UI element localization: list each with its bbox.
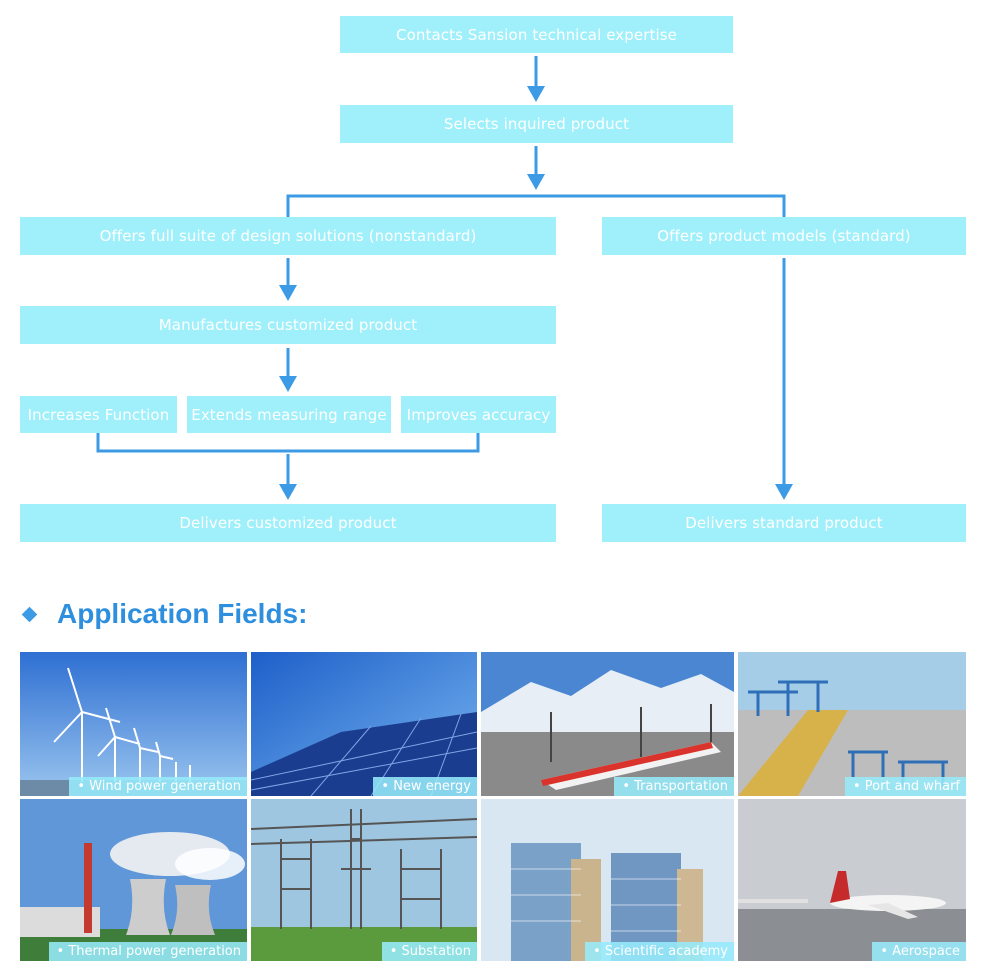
box-delivers-customized: Delivers customized product [20,504,556,542]
application-fields-heading: Application Fields: [20,592,307,636]
power-plant-photo-icon [20,799,247,961]
tile-caption: • Substation [381,942,477,961]
tile-caption: • Wind power generation [69,777,247,796]
tile-aerospace: • Aerospace [738,799,966,961]
solar-panel-photo-icon [251,652,477,796]
diamond-bullet-icon [21,606,38,622]
tile-new-energy: • New energy [251,652,477,796]
box-offers-models: Offers product models (standard) [602,217,966,255]
flowchart-connectors [96,56,793,500]
tile-caption: • Scientific academy [585,942,734,961]
box-offers-design: Offers full suite of design solutions (n… [20,217,556,255]
substation-photo-icon [251,799,477,961]
box-contacts: Contacts Sansion technical expertise [340,16,733,53]
high-speed-train-photo-icon [481,652,734,796]
airplane-photo-icon [738,799,966,961]
box-selects: Selects inquired product [340,105,733,143]
box-increases-function: Increases Function [20,396,177,433]
wind-turbine-photo-icon [20,652,247,796]
office-building-photo-icon [481,799,734,961]
box-delivers-standard: Delivers standard product [602,504,966,542]
box-extends-range: Extends measuring range [187,396,391,433]
tile-substation: • Substation [251,799,477,961]
tile-transportation: • Transportation [481,652,734,796]
box-improves-accuracy: Improves accuracy [401,396,556,433]
tile-caption: • New energy [373,777,477,796]
box-manufactures: Manufactures customized product [20,306,556,344]
section-title: Application Fields: [57,598,308,629]
tile-thermal-power: • Thermal power generation [20,799,247,961]
tile-caption: • Aerospace [872,942,966,961]
tile-scientific-academy: • Scientific academy [481,799,734,961]
tile-port-wharf: • Port and wharf [738,652,966,796]
tile-caption: • Thermal power generation [48,942,247,961]
tile-caption: • Port and wharf [844,777,966,796]
tile-caption: • Transportation [614,777,734,796]
tile-wind-power: • Wind power generation [20,652,247,796]
container-port-photo-icon [738,652,966,796]
